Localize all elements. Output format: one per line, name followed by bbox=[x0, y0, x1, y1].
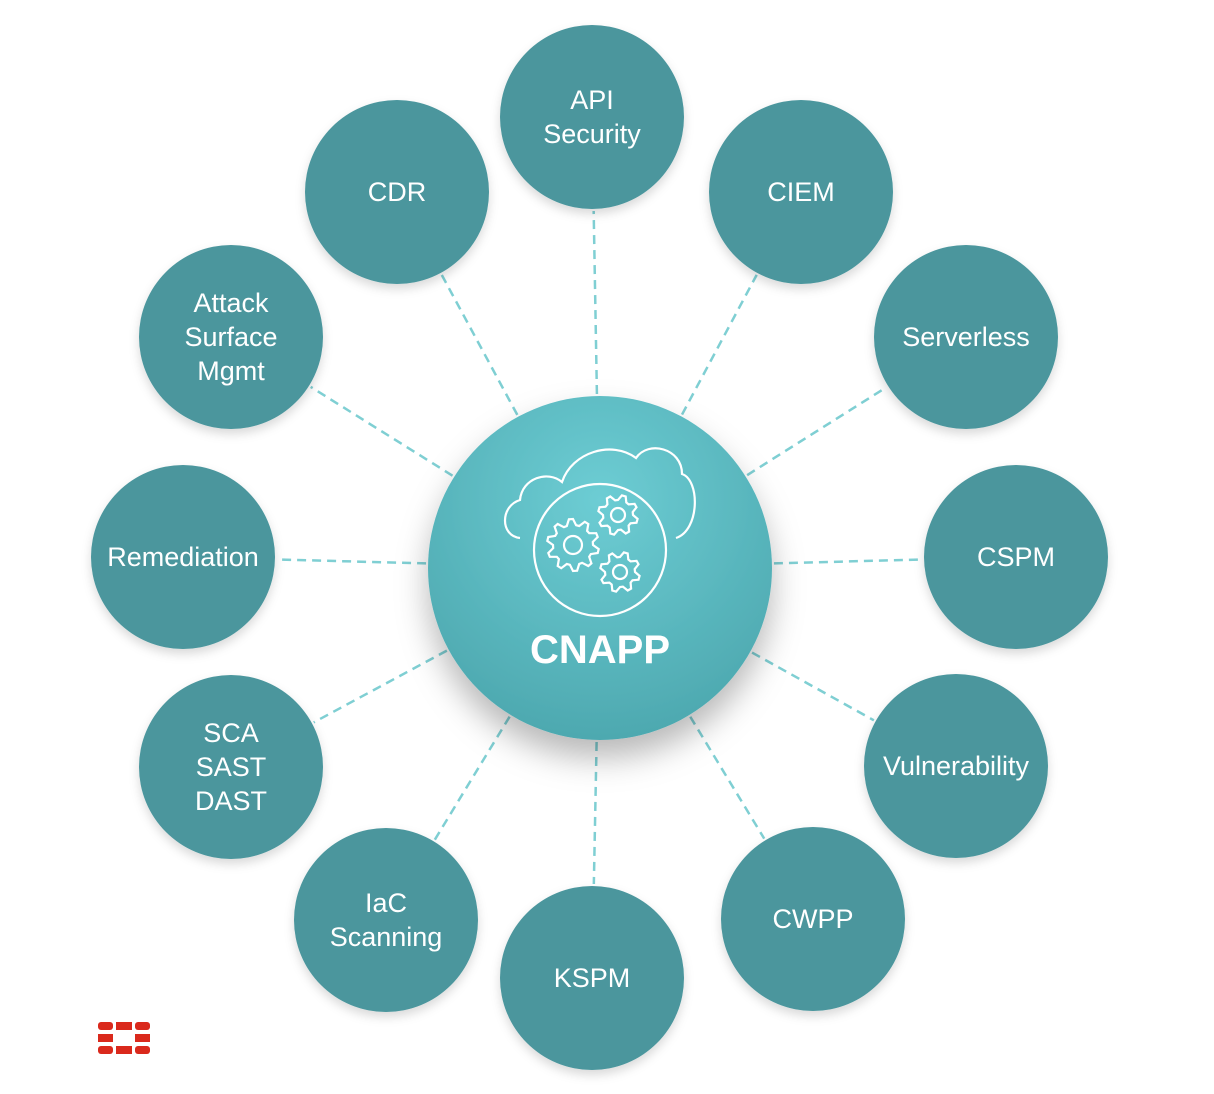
connector-iac-scanning bbox=[433, 716, 511, 841]
connector-api-security bbox=[592, 210, 599, 395]
node-label: CDR bbox=[368, 177, 427, 207]
node-label: IaC bbox=[365, 888, 407, 918]
node-label: CSPM bbox=[977, 542, 1055, 572]
node-label: SCA bbox=[203, 718, 259, 748]
node-kspm: KSPM bbox=[500, 886, 684, 1070]
connector-ciem bbox=[680, 274, 758, 416]
node-circle bbox=[91, 465, 275, 649]
node-api-security: API Security bbox=[500, 25, 684, 209]
node-label: Scanning bbox=[330, 922, 443, 952]
node-cwpp: CWPP bbox=[721, 827, 905, 1011]
connector-lines bbox=[276, 210, 923, 885]
node-sca-sast-dast: SCA SAST DAST bbox=[139, 675, 323, 859]
connector-vulnerability bbox=[751, 651, 875, 722]
gear-icon bbox=[546, 517, 600, 573]
node-iac-scanning: IaC Scanning bbox=[294, 828, 478, 1012]
cloud-gears-icon bbox=[504, 447, 696, 618]
gear-icon bbox=[597, 494, 639, 536]
node-label: CIEM bbox=[767, 177, 835, 207]
connector-kspm bbox=[592, 741, 598, 885]
node-circle bbox=[294, 828, 478, 1012]
node-label: KSPM bbox=[554, 963, 631, 993]
node-label: API bbox=[570, 85, 614, 115]
node-label: Remediation bbox=[107, 542, 259, 572]
connector-cdr bbox=[440, 274, 519, 416]
node-label: Vulnerability bbox=[883, 751, 1030, 781]
node-ciem: CIEM bbox=[709, 100, 893, 284]
node-label: SAST bbox=[196, 752, 267, 782]
gear-hole bbox=[611, 563, 629, 581]
node-label: Serverless bbox=[902, 322, 1030, 352]
node-circle bbox=[864, 674, 1048, 858]
node-circle bbox=[709, 100, 893, 284]
node-remediation: Remediation bbox=[91, 465, 275, 649]
gear-outline bbox=[546, 517, 600, 573]
connector-cspm bbox=[773, 558, 923, 565]
node-label: DAST bbox=[195, 786, 267, 816]
node-vulnerability: Vulnerability bbox=[864, 674, 1048, 858]
gear-icon bbox=[599, 551, 641, 593]
node-circle bbox=[874, 245, 1058, 429]
connector-remediation bbox=[276, 558, 427, 565]
node-circle bbox=[500, 886, 684, 1070]
node-label: Security bbox=[543, 119, 641, 149]
node-label: Mgmt bbox=[197, 356, 265, 386]
node-label: Attack bbox=[193, 288, 269, 318]
node-circle bbox=[139, 245, 323, 429]
node-cdr: CDR bbox=[305, 100, 489, 284]
gear-hole bbox=[562, 534, 584, 556]
node-label: CWPP bbox=[773, 904, 854, 934]
connector-sca-sast-dast bbox=[313, 649, 448, 724]
node-serverless: Serverless bbox=[874, 245, 1058, 429]
connector-cwpp bbox=[689, 716, 766, 840]
connector-attack-surface-mgmt bbox=[310, 385, 454, 477]
node-circle bbox=[305, 100, 489, 284]
connector-serverless bbox=[746, 386, 888, 477]
gear-hole bbox=[609, 506, 627, 524]
node-cspm: CSPM bbox=[924, 465, 1108, 649]
hub-label: CNAPP bbox=[530, 628, 670, 672]
node-circle bbox=[721, 827, 905, 1011]
gear-outline bbox=[597, 494, 639, 536]
gear-outline bbox=[599, 551, 641, 593]
cnapp-hub: CNAPP bbox=[428, 396, 772, 740]
node-circle bbox=[500, 25, 684, 209]
node-circle bbox=[924, 465, 1108, 649]
fortinet-logo-icon bbox=[98, 1022, 150, 1054]
node-label: Surface bbox=[184, 322, 277, 352]
node-circle bbox=[139, 675, 323, 859]
